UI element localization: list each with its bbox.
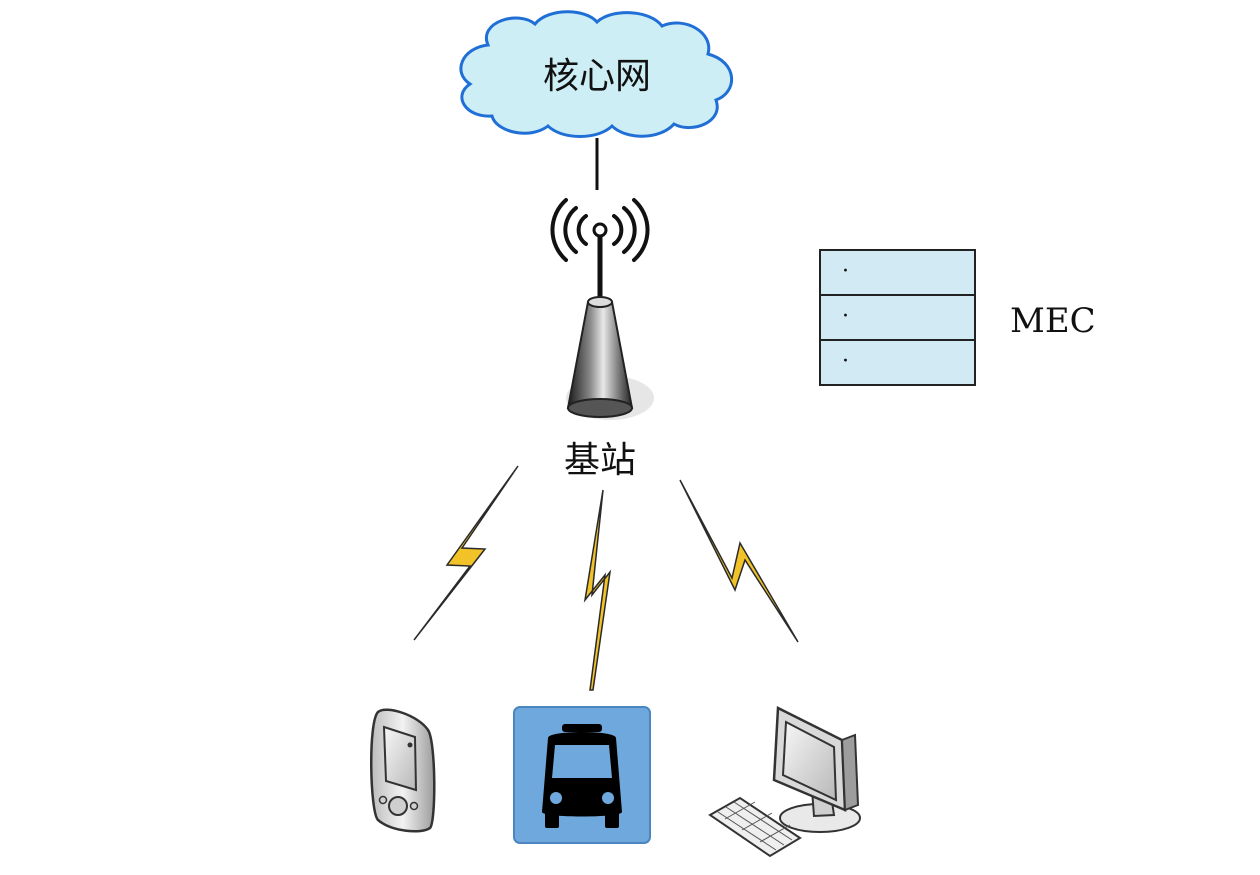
signal-waves-icon <box>550 198 650 262</box>
lightning-icon <box>413 465 519 641</box>
bus-icon <box>513 706 651 844</box>
smartphone-icon <box>369 708 436 833</box>
mec-row-2 <box>819 294 976 341</box>
mec-row-2-dot: · <box>842 304 849 329</box>
wireless-links <box>413 465 799 691</box>
tower-icon <box>566 296 654 420</box>
base-station: 基站 <box>550 198 654 481</box>
mec-label: MEC <box>1010 301 1096 341</box>
core-network-cloud: 核心网 <box>459 10 733 138</box>
desktop-computer-icon <box>708 706 861 858</box>
mec-row-3 <box>819 339 976 386</box>
lightning-icon <box>679 479 799 643</box>
base-station-label: 基站 <box>564 440 636 481</box>
mec-row-1-dot: · <box>842 259 849 284</box>
cloud-icon <box>459 10 733 138</box>
cloud-label: 核心网 <box>543 56 651 97</box>
mec-row-3-dot: · <box>842 349 849 374</box>
mec-server: · · · MEC <box>819 249 1096 386</box>
lightning-icon <box>583 489 612 691</box>
